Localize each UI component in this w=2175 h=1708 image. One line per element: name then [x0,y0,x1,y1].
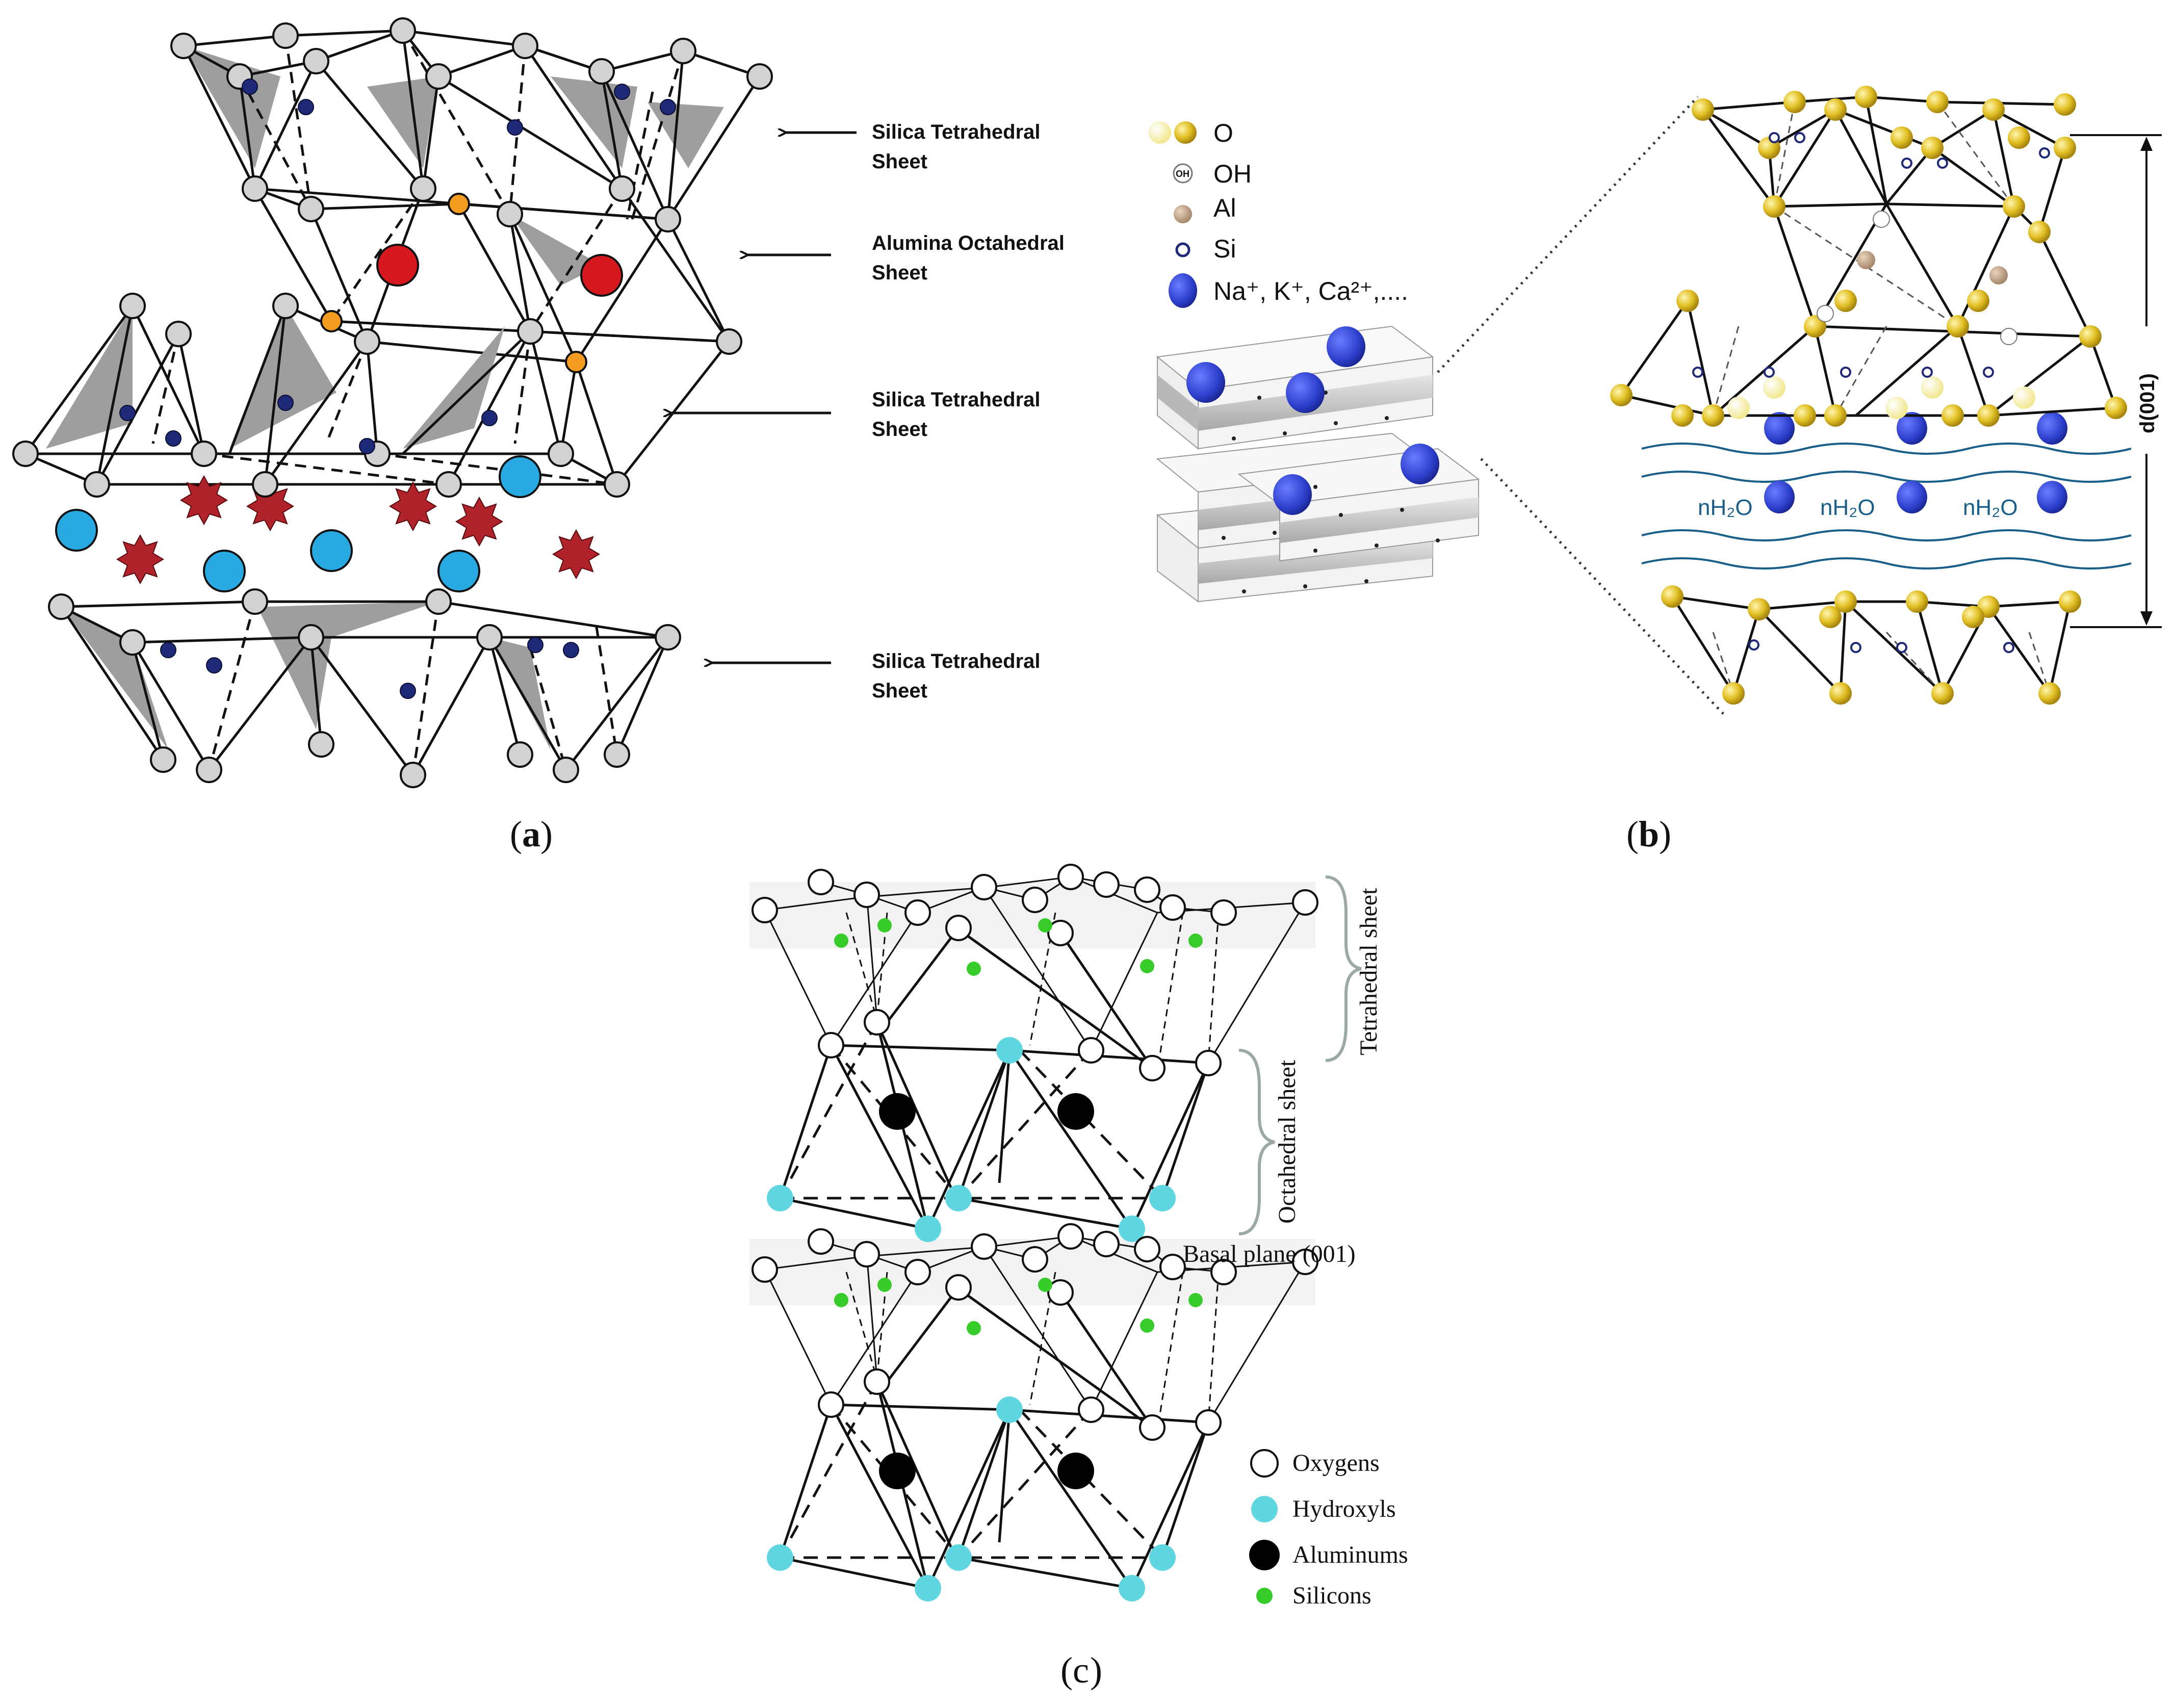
zoom-hydroxyl-markers [1817,211,2017,345]
legend-label-o: O [1213,119,1233,147]
legend-label-si: Si [1213,235,1236,263]
panel-c-upper-layer [752,864,1318,1242]
interlayer-cations-zoom [1764,412,2067,513]
caption-c-open: ( [1060,1650,1073,1691]
zoom-pale-oxygen-atoms [1727,376,2035,419]
legend-label-oh: OH [1213,160,1252,188]
legend-label-cations: Na⁺, K⁺, Ca²⁺,.... [1213,277,1408,305]
hydroxyl-icon-text: OH [1176,169,1189,179]
panel-c-clay-structure: Tetrahedral sheet Octahedral sheet Basal… [749,864,1408,1691]
octahedral-sheet-label: Octahedral sheet [1274,1059,1301,1224]
interlayer-cation [1401,444,1439,484]
label-alumina-octahedral: Alumina Octahedral [872,232,1065,254]
panel-a-clay-structure: Silica Tetrahedral Sheet Alumina Octahed… [12,17,1065,855]
zoom-line-top [1437,96,1699,373]
legend-label-al: Al [1213,194,1236,222]
svg-text:nH₂O: nH₂O [1963,495,2018,520]
caption-c-close: ) [1090,1650,1102,1691]
legend-label-silicons: Silicons [1292,1582,1371,1609]
oxygen-legend-icon [1250,1449,1279,1478]
basal-spacing-label: d(001) [2136,373,2159,433]
water-molecule-star [455,496,503,547]
cation-icon [1169,273,1197,308]
water-molecule-star [116,534,164,585]
panel-c-silicons-lower [834,1278,1203,1335]
zoom-aluminum-atoms [1857,251,2008,284]
panel-c-lower-layer [752,1223,1318,1601]
aluminum-icon [1174,205,1192,223]
legend-label-oxygens: Oxygens [1292,1450,1380,1477]
interlayer-cation [1327,326,1365,367]
basal-spacing-dimension [2070,134,2162,628]
water-molecule-star [389,481,437,532]
interlayer-cation [1286,372,1325,413]
tetrahedral-bracket [1325,875,1362,1062]
octahedral-bracket [1238,1049,1275,1235]
panel-c-oxygens-lower [752,1223,1318,1441]
panel-a-hydroxyl-atoms [320,193,587,373]
interlayer-cation [1186,362,1225,403]
panel-c-hydroxyls-upper [767,1037,1176,1242]
exchangeable-cation [310,529,353,572]
tetrahedral-sheet-label: Tetrahedral sheet [1355,888,1382,1055]
label-silica-tetrahedral-bottom-sheet: Sheet [872,680,927,702]
silicon-legend-icon [1256,1588,1273,1604]
water-molecule-star [552,529,600,580]
panel-b-stacked-layers [1156,325,1480,603]
aluminum-legend-icon [1249,1540,1280,1570]
caption-c-letter: c [1073,1650,1089,1691]
zoom-silicon-atoms [1692,132,2050,653]
caption-b-close: ) [1659,814,1671,855]
caption-a-close: ) [540,814,553,855]
zoom-oxygen-atoms [1610,86,2127,705]
panel-a-aluminum-atoms [376,244,623,297]
water-layer-waves [1641,443,2132,570]
panel-a-silicon-atoms [119,79,676,699]
caption-a-open: ( [510,814,522,855]
hydroxyl-icon [1173,163,1193,184]
caption-a-letter: a [522,814,540,855]
exchangeable-cation [437,550,480,592]
exchangeable-cation [499,455,541,498]
hydroxyl-legend-icon [1251,1496,1278,1522]
panel-a-interlayer [55,455,600,592]
oxygen-pale-icon [1149,121,1171,144]
panel-b-clay-structure: O OH OH Al Si Na⁺, K⁺, Ca²⁺,.... [1149,86,2162,855]
panel-a-top-tetrahedral-sheet [182,29,761,220]
panel-c-aluminums-lower [879,1453,1094,1489]
panel-c-aluminums-upper [879,1093,1094,1130]
svg-text:nH₂O: nH₂O [1698,495,1753,520]
water-molecule-star [180,475,228,526]
panel-a-bottom-tetrahedral-sheet [60,600,669,776]
label-silica-tetrahedral-top-sheet: Sheet [872,150,927,173]
oxygen-gold-icon [1174,121,1197,144]
legend-label-aluminums: Aluminums [1292,1541,1408,1568]
label-silica-tetrahedral-middle: Silica Tetrahedral [872,389,1041,411]
panel-c-oxygens-upper [752,864,1318,1081]
panel-c-silicons-upper [834,918,1203,976]
panel-a-middle-tetrahedral-sheet [24,304,730,486]
panel-a-sheet-labels: Silica Tetrahedral Sheet Alumina Octahed… [670,121,1065,702]
silicon-icon [1175,242,1190,257]
exchangeable-cation [55,509,98,552]
interlayer-cation [1273,474,1312,515]
water-labels: nH₂O nH₂O nH₂O [1698,495,2018,520]
panel-c-legend: Oxygens Hydroxyls Aluminums Silicons [1249,1449,1408,1609]
zoom-line-bottom [1480,458,1724,715]
basal-plane-label: Basal plane (001) [1183,1240,1356,1267]
panel-b-legend: O OH OH Al Si Na⁺, K⁺, Ca²⁺,.... [1149,119,1408,308]
panel-c-hydroxyls-lower [767,1396,1176,1601]
label-silica-tetrahedral-top: Silica Tetrahedral [872,121,1041,143]
caption-b-letter: b [1639,814,1659,855]
panel-a-oxygen-atoms [12,17,773,788]
exchangeable-cation [203,550,246,592]
legend-label-hydroxyls: Hydroxyls [1292,1495,1396,1522]
label-silica-tetrahedral-middle-sheet: Sheet [872,418,927,441]
panel-b-zoomed-structure: nH₂O nH₂O nH₂O [1610,86,2162,705]
label-silica-tetrahedral-bottom: Silica Tetrahedral [872,650,1041,672]
svg-text:nH₂O: nH₂O [1820,495,1875,520]
label-alumina-octahedral-sheet: Sheet [872,262,927,284]
caption-b-open: ( [1626,814,1639,855]
